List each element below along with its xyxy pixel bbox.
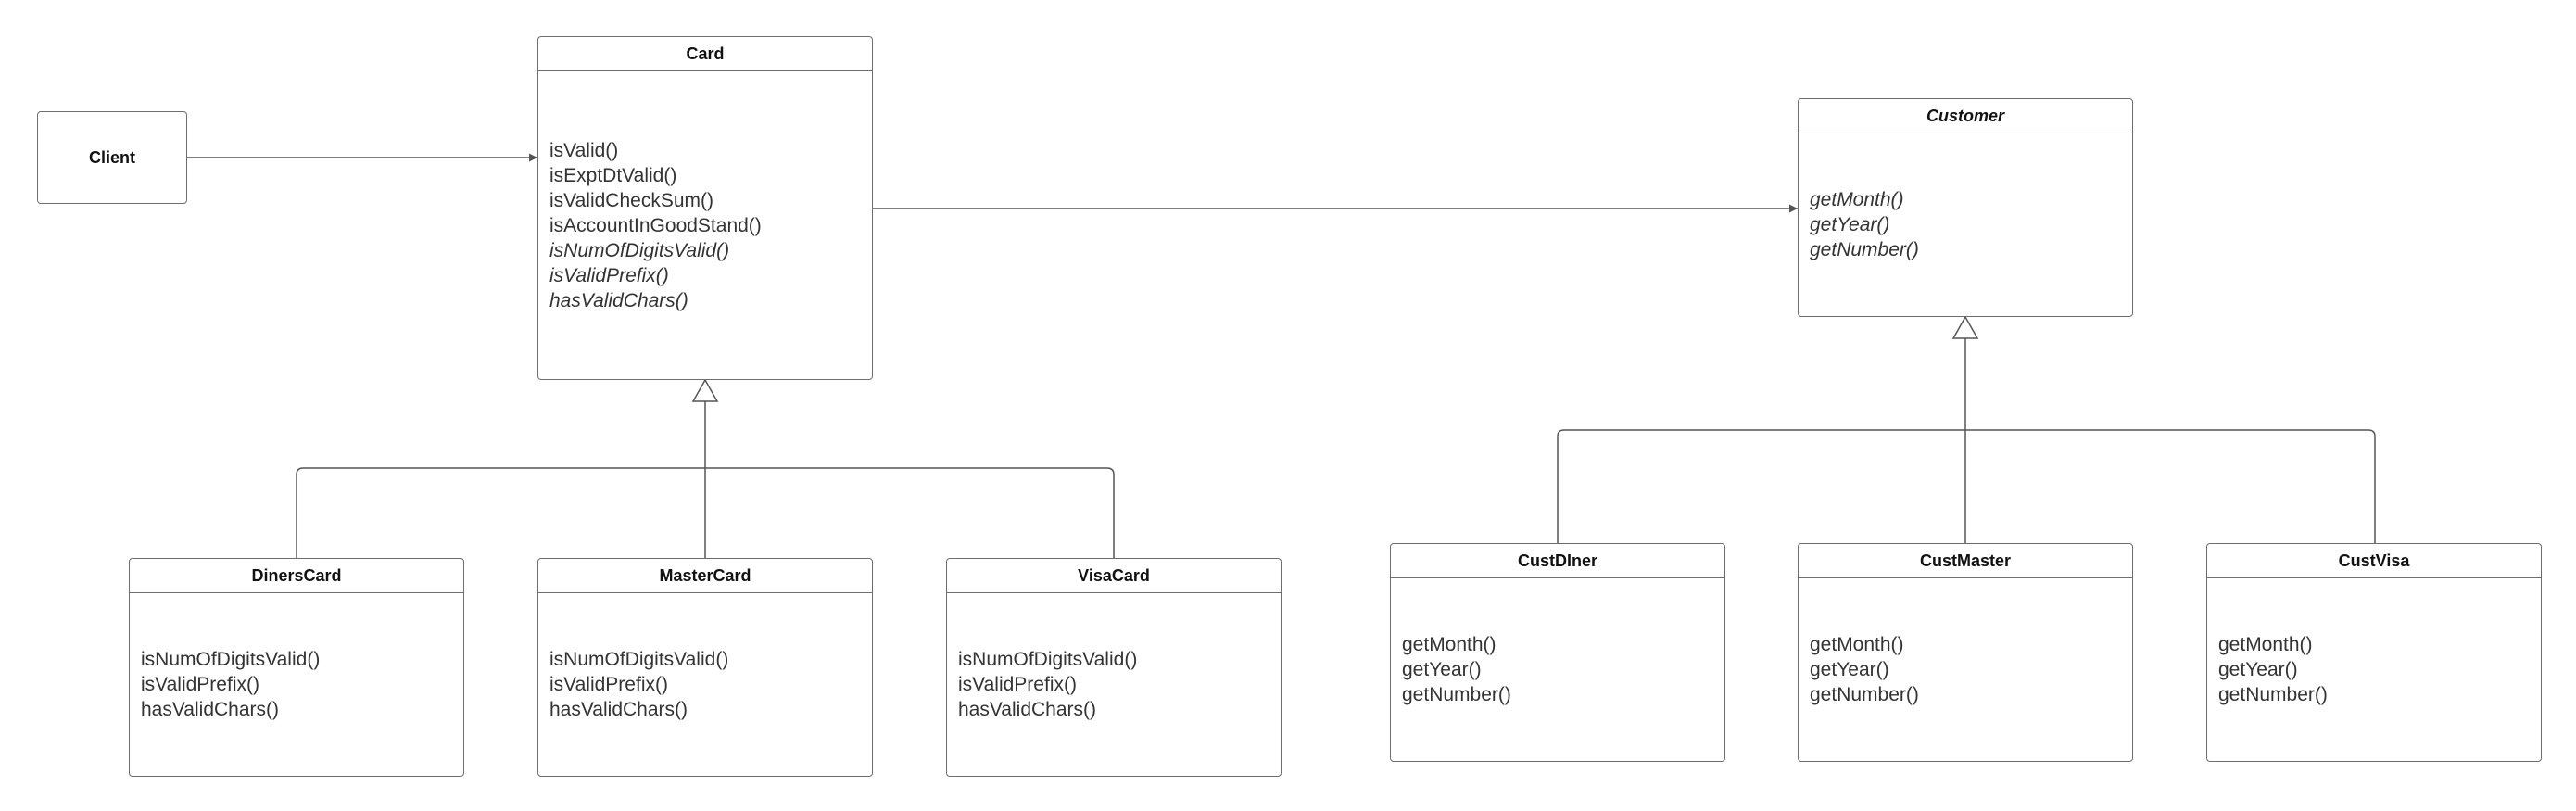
method-item: isValidPrefix() xyxy=(549,674,668,695)
generalization-triangle-card xyxy=(691,378,719,402)
method-item: getMonth() xyxy=(1402,634,1496,655)
class-name: Customer xyxy=(1799,99,2132,133)
method-item: getMonth() xyxy=(1810,634,1904,655)
class-cust-master[interactable]: CustMaster getMonth() getYear() getNumber(… xyxy=(1798,543,2133,762)
class-card[interactable]: Card isValid() isExptDtValid() isValidChec… xyxy=(537,36,873,380)
method-item: hasValidChars() xyxy=(549,699,688,720)
method-list: isValid() isExptDtValid() isValidCheckSum(… xyxy=(538,71,872,379)
method-item: getYear() xyxy=(1810,659,1889,680)
method-item: isValidPrefix() xyxy=(958,674,1077,695)
class-diners-card[interactable]: DinersCard isNumOfDigitsValid() isValidPr… xyxy=(129,558,464,777)
class-cust-visa[interactable]: CustVisa getMonth() getYear() getNumber() xyxy=(2206,543,2542,762)
method-item: getNumber() xyxy=(1402,684,1511,705)
method-item: isValid() xyxy=(549,139,619,161)
method-item: isNumOfDigitsValid() xyxy=(549,649,729,670)
class-master-card[interactable]: MasterCard isNumOfDigitsValid() isValidPr… xyxy=(537,558,873,777)
method-item: getYear() xyxy=(1402,659,1482,680)
method-item: hasValidChars() xyxy=(141,699,279,720)
method-list: getMonth() getYear() getNumber() xyxy=(1799,578,2132,761)
method-item: isNumOfDigitsValid() xyxy=(141,649,321,670)
method-list: isNumOfDigitsValid() isValidPrefix() hasVa… xyxy=(947,593,1281,776)
class-visa-card[interactable]: VisaCard isNumOfDigitsValid() isValidPref… xyxy=(946,558,1282,777)
method-item: getNumber() xyxy=(1810,684,1919,705)
method-item: isNumOfDigitsValid() xyxy=(958,649,1138,670)
class-name: VisaCard xyxy=(947,559,1281,593)
method-list: getMonth() getYear() getNumber() xyxy=(2207,578,2541,761)
method-item: isAccountInGoodStand() xyxy=(549,214,762,236)
method-item: isValidCheckSum() xyxy=(549,189,713,211)
class-name: DinersCard xyxy=(130,559,463,593)
method-item: isExptDtValid() xyxy=(549,164,677,186)
method-item: getNumber() xyxy=(1810,239,1919,260)
method-list: getMonth() getYear() getNumber() xyxy=(1799,133,2132,316)
method-list: isNumOfDigitsValid() isValidPrefix() hasVa… xyxy=(538,593,872,776)
class-name: MasterCard xyxy=(538,559,872,593)
client-box[interactable]: Client xyxy=(37,111,187,204)
class-name: CustDIner xyxy=(1391,544,1724,578)
method-item: isValidPrefix() xyxy=(549,264,669,286)
generalization-triangle-customer xyxy=(1951,315,1979,339)
method-item: hasValidChars() xyxy=(549,289,688,311)
class-name: Card xyxy=(538,37,872,71)
class-name: CustMaster xyxy=(1799,544,2132,578)
class-cust-diner[interactable]: CustDIner getMonth() getYear() getNumber() xyxy=(1390,543,1725,762)
method-item: getNumber() xyxy=(2218,684,2328,705)
method-item: isValidPrefix() xyxy=(141,674,259,695)
method-item: getYear() xyxy=(2218,659,2298,680)
client-label: Client xyxy=(88,147,135,167)
generalization-branch-customer xyxy=(1557,429,2376,543)
method-item: getYear() xyxy=(1810,214,1890,235)
method-item: hasValidChars() xyxy=(958,699,1096,720)
method-list: isNumOfDigitsValid() isValidPrefix() hasVa… xyxy=(130,593,463,776)
method-item: getMonth() xyxy=(2218,634,2313,655)
method-item: isNumOfDigitsValid() xyxy=(549,239,730,261)
class-name: CustVisa xyxy=(2207,544,2541,578)
class-customer[interactable]: Customer getMonth() getYear() getNumber() xyxy=(1798,98,2133,317)
method-item: getMonth() xyxy=(1810,189,1904,210)
method-list: getMonth() getYear() getNumber() xyxy=(1391,578,1724,761)
